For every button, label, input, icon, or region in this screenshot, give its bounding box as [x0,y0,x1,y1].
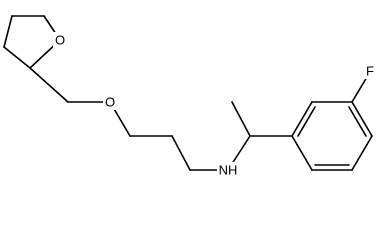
bond-ar3-ar4 [351,101,373,137]
fluorophenyl-ring [291,71,373,171]
bond-ar1-ar2 [291,101,313,137]
bond-ch-methyl [231,101,251,137]
bond-c4-c5 [3,46,31,69]
bond-c5-ch2 [29,67,69,103]
bond-ch2-ch2b [171,135,191,171]
bond-ar6-ar1 [291,135,313,171]
bond-ar4-ar5 [351,135,373,171]
tetrahydrofuran-ring [3,15,61,69]
bond-c3-c4 [3,15,13,48]
amine-label: NH [219,163,238,178]
aromatic-inner-bond-1 [297,106,316,137]
atom-labels: O O NH F [53,32,376,178]
aromatic-inner-bond-2 [348,106,367,137]
ring-oxygen-label: O [55,33,65,48]
ether-oxygen-label: O [105,95,115,110]
molecule-structure: O O NH F [3,15,376,178]
fluorine-label: F [366,64,374,79]
ether-amine-chain [29,67,293,171]
